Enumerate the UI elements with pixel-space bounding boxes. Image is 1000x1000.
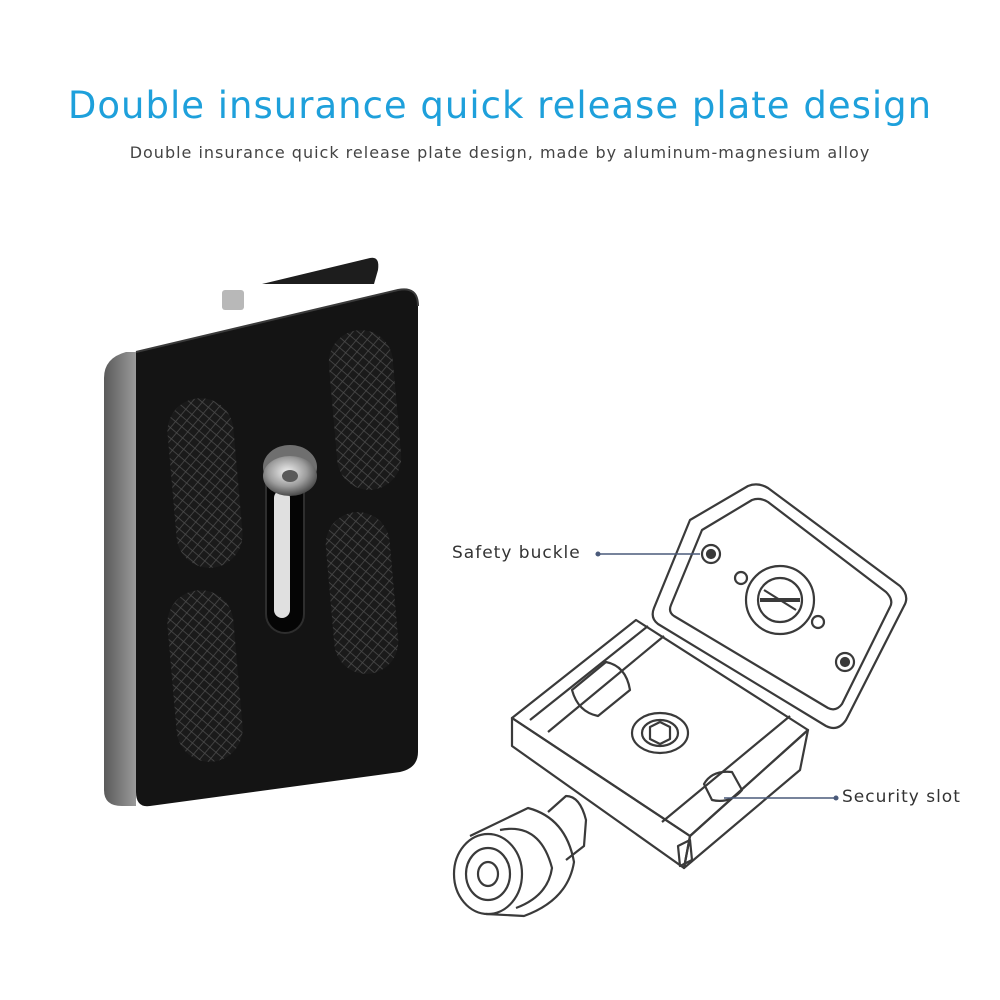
page-subtitle: Double insurance quick release plate des… bbox=[129, 143, 871, 162]
clamp-knob bbox=[452, 832, 524, 916]
callout-lines bbox=[595, 551, 839, 801]
knurled-pad-bottom-left bbox=[167, 590, 243, 762]
knurled-pad-top-left bbox=[167, 398, 243, 568]
clamp-body-side bbox=[682, 728, 810, 870]
plate-top-screw bbox=[222, 290, 244, 310]
clamp-body-front bbox=[510, 716, 692, 870]
plate-side-edge bbox=[104, 352, 136, 806]
clamp-lid bbox=[651, 483, 908, 730]
security-slot-cutout bbox=[702, 770, 744, 802]
security-slot-label: Security slot bbox=[842, 787, 961, 807]
clamp-hex-socket bbox=[630, 711, 690, 755]
knurled-pad-bottom-right bbox=[325, 512, 399, 674]
knurled-pad-top-right bbox=[328, 330, 402, 490]
page-title: Double insurance quick release plate des… bbox=[67, 84, 933, 127]
clamp-lid-recess bbox=[668, 497, 893, 711]
safety-buckle-screw-2 bbox=[834, 651, 856, 673]
clamp-line-drawing bbox=[452, 483, 908, 918]
quick-release-plate bbox=[104, 257, 419, 807]
clamp-lid-screw bbox=[744, 564, 816, 636]
safety-buckle-label: Safety buckle bbox=[452, 543, 581, 563]
safety-buckle-screw bbox=[700, 543, 722, 565]
plate-slot-highlight bbox=[274, 490, 290, 618]
